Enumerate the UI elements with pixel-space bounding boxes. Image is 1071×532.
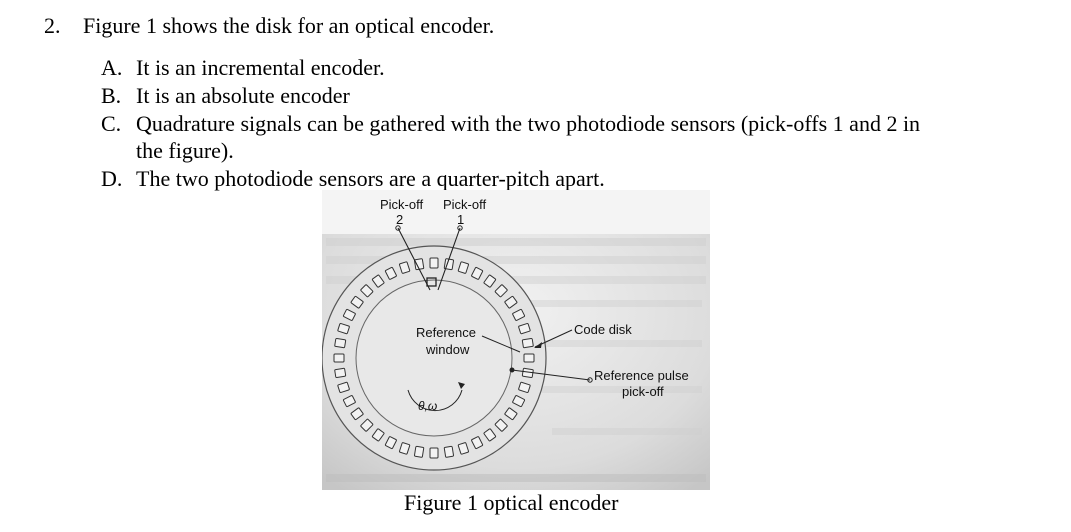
reference-pulse-line bbox=[511, 369, 591, 381]
reference-window-label-1: Reference bbox=[416, 325, 476, 340]
code-disk-arrowhead bbox=[534, 342, 542, 348]
code-disk-label: Code disk bbox=[574, 322, 632, 337]
pickoff-1-line bbox=[437, 227, 461, 291]
disk-slot bbox=[384, 436, 397, 450]
disk-slot bbox=[518, 323, 531, 335]
disk-slot bbox=[429, 257, 439, 269]
disk-slot bbox=[504, 295, 518, 309]
reference-pulse-end bbox=[587, 377, 593, 383]
pickoff-2-line bbox=[397, 227, 431, 291]
disk-slot bbox=[483, 428, 497, 442]
disk-slot bbox=[471, 436, 484, 450]
reference-window-leader bbox=[481, 335, 521, 353]
disk-slot bbox=[337, 381, 350, 393]
encoder-figure: Pick-off 2 Pick-off 1 Reference window C… bbox=[322, 190, 710, 490]
option-text-line2: the figure). bbox=[136, 138, 234, 163]
option-text: It is an absolute encoder bbox=[136, 83, 350, 108]
disk-slot bbox=[342, 395, 356, 408]
disk-slot bbox=[521, 338, 534, 349]
inner-disk bbox=[355, 279, 513, 437]
reference-window-label-2: window bbox=[425, 342, 470, 357]
scan-top-band bbox=[322, 190, 710, 234]
encoder-diagram: Pick-off 2 Pick-off 1 Reference window C… bbox=[322, 190, 710, 490]
disk-slot bbox=[429, 447, 439, 459]
disk-slot bbox=[371, 274, 385, 288]
disk-slot bbox=[342, 308, 356, 321]
question-number: 2. bbox=[44, 13, 61, 38]
disk-slot bbox=[399, 261, 411, 274]
question-text: Figure 1 shows the disk for an optical e… bbox=[83, 13, 495, 38]
disk-slot bbox=[334, 338, 347, 349]
option-text: Quadrature signals can be gathered with … bbox=[136, 111, 921, 136]
pickoff-2-number: 2 bbox=[396, 212, 403, 227]
disk-slot bbox=[523, 353, 535, 363]
disk-slot bbox=[494, 284, 508, 298]
disk-slot bbox=[333, 353, 345, 363]
pickoff-2-label: Pick-off bbox=[380, 197, 423, 212]
disk-slot bbox=[384, 266, 397, 280]
disk-slot bbox=[512, 395, 526, 408]
disk-slot bbox=[471, 266, 484, 280]
disk-slot bbox=[350, 295, 364, 309]
disk-slot bbox=[494, 418, 508, 432]
disk-slot bbox=[521, 367, 534, 378]
pickoff-2-dot bbox=[395, 225, 401, 231]
pickoff-1-dot bbox=[457, 225, 463, 231]
figure-caption: Figure 1 optical encoder bbox=[404, 490, 619, 515]
disk-slot bbox=[350, 407, 364, 421]
disk-slot bbox=[360, 284, 374, 298]
option-letter: A. bbox=[101, 55, 123, 80]
pickoff-1-number: 1 bbox=[457, 212, 464, 227]
option-letter: C. bbox=[101, 111, 122, 136]
theta-omega-label: θ,ω bbox=[418, 399, 437, 413]
reference-pulse-label-2: pick-off bbox=[622, 384, 664, 399]
rotation-arc bbox=[407, 389, 463, 412]
option-text: It is an incremental encoder. bbox=[136, 55, 385, 80]
reference-pulse-dot bbox=[509, 367, 515, 373]
option-letter: D. bbox=[101, 166, 123, 191]
disk-slots bbox=[333, 257, 535, 459]
disk-slot bbox=[443, 445, 454, 458]
disk-slot bbox=[457, 442, 469, 455]
option-letter: B. bbox=[101, 83, 122, 108]
disk-slot bbox=[457, 261, 469, 274]
disk-slot bbox=[414, 445, 425, 458]
disk-slot bbox=[337, 323, 350, 335]
disk-slot bbox=[483, 274, 497, 288]
rotation-arrowhead bbox=[458, 382, 465, 389]
disk-slot bbox=[518, 381, 531, 393]
pickoff-1-label: Pick-off bbox=[443, 197, 486, 212]
disk-slot bbox=[512, 308, 526, 321]
disk-slot bbox=[360, 418, 374, 432]
disk-slot bbox=[399, 442, 411, 455]
reference-pulse-label-1: Reference pulse bbox=[594, 368, 689, 383]
disk-slot bbox=[371, 428, 385, 442]
option-text: The two photodiode sensors are a quarter… bbox=[136, 166, 605, 191]
reference-window-slot bbox=[426, 277, 437, 287]
disk-slot bbox=[414, 258, 425, 271]
disk-slot bbox=[334, 367, 347, 378]
disk-slot bbox=[504, 407, 518, 421]
bleed-through-text bbox=[326, 238, 706, 482]
